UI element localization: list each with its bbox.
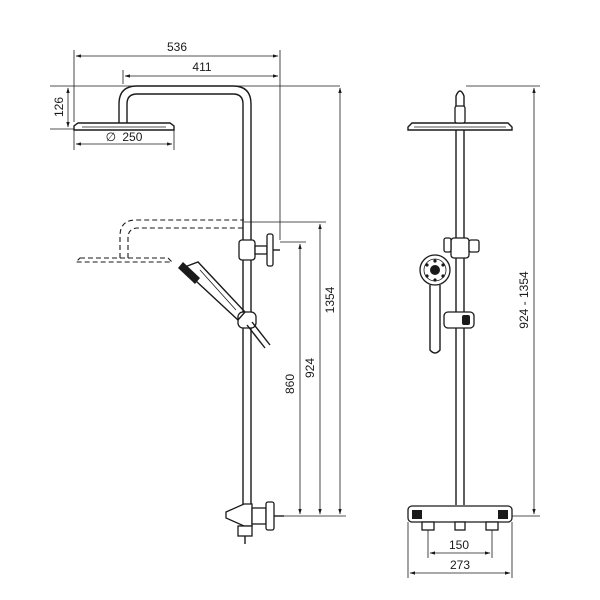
hand-shower-holder-front [443,311,475,329]
dimension-126-label: 126 [52,97,66,117]
front-view: 924 - 1354 150 273 [407,85,540,578]
rain-shower-head-front [407,90,513,131]
dimension-860-label: 860 [283,374,297,394]
dimension-924: 924 [244,221,326,517]
height-clamp-front [443,237,480,259]
dimension-411: 411 [122,60,279,84]
dimension-273-label: 273 [450,558,470,572]
dimension-924-1354-label: 924 - 1354 [517,271,531,329]
thermostatic-valve-front [407,505,513,531]
dimension-860: 860 [280,241,306,517]
riser-rail [242,220,252,505]
lowered-arm-position [74,219,244,263]
shower-arm [118,85,252,220]
dimension-1354-label: 1354 [323,286,337,313]
height-clamp [238,233,280,267]
hand-shower [178,261,246,322]
dimension-150: 150 [427,530,493,558]
dimension-273: 273 [407,522,513,578]
dimension-150-label: 150 [449,538,469,552]
side-view: 536 411 126 ∅ 250 [50,40,346,544]
dimension-126: 126 [50,85,340,130]
rain-shower-head [73,122,175,131]
hand-shower-front [419,254,451,354]
dimension-536-label: 536 [167,40,187,54]
dimension-diameter-250: ∅ 250 [73,130,175,150]
dimension-250-label: 250 [122,130,142,144]
dimension-924-label: 924 [303,358,317,378]
dimension-411-label: 411 [192,60,211,74]
thermostatic-valve-side [225,501,284,544]
hand-shower-holder [237,311,271,349]
svg-text:∅ 250: ∅ 250 [106,130,143,144]
diameter-symbol: ∅ [106,130,116,144]
dimension-924-1354: 924 - 1354 [466,85,540,517]
dimension-1354: 1354 [323,87,346,517]
